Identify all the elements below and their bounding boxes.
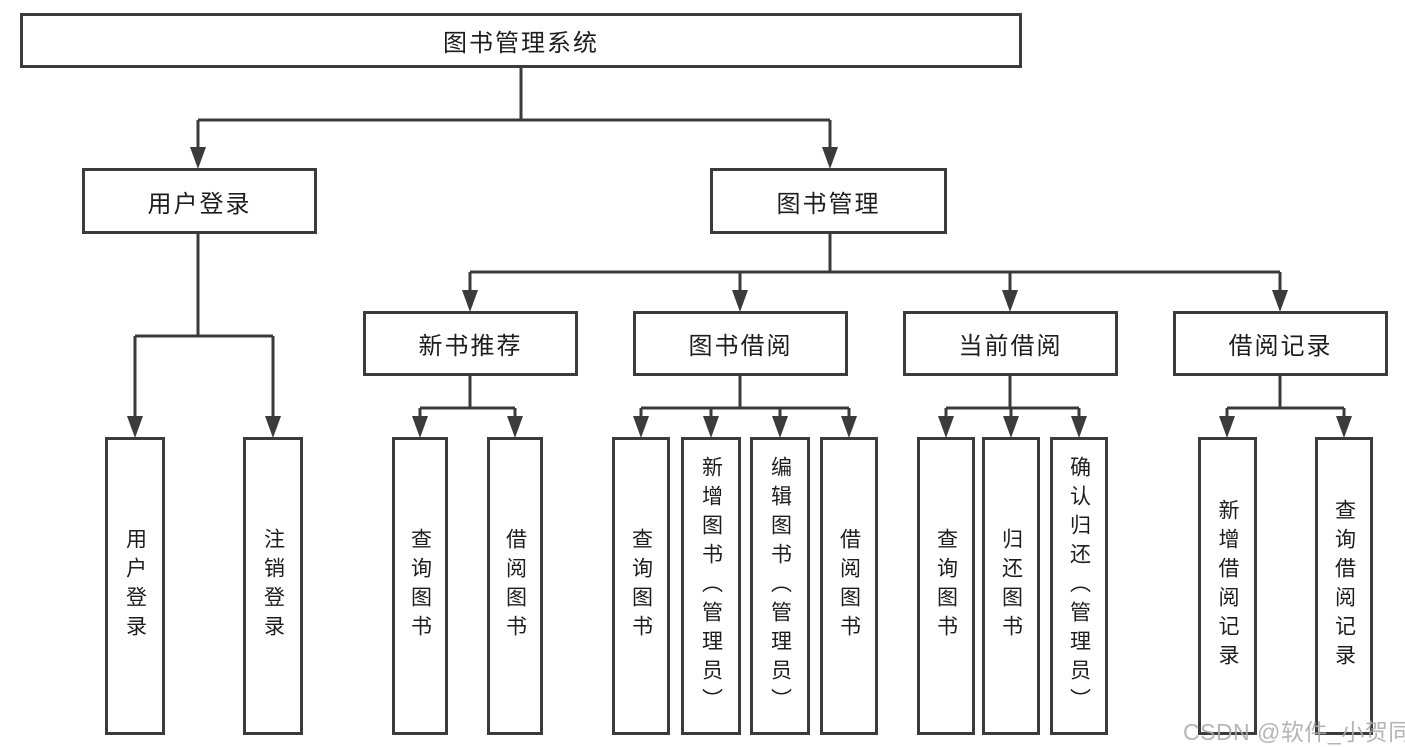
connector-userlogin-to-leaves [133, 234, 275, 418]
leaf-borrow-borrow-book: 借阅图书 [820, 437, 878, 735]
leaf-label: 查询图书 [629, 528, 653, 644]
leaf-records-query-record: 查询借阅记录 [1315, 437, 1373, 735]
node-current-borrow: 当前借阅 [903, 311, 1118, 376]
node-book-management: 图书管理 [710, 168, 947, 234]
arrowhead-icon [1272, 290, 1288, 312]
node-user-login: 用户登录 [82, 168, 317, 234]
node-borrow-records: 借阅记录 [1173, 311, 1388, 376]
node-new-book-recommend: 新书推荐 [363, 311, 578, 376]
leaf-label: 注销登录 [261, 528, 285, 644]
leaf-label: 借阅图书 [837, 528, 861, 644]
leaf-records-add-record: 新增借阅记录 [1198, 437, 1257, 735]
leaf-label: 新增借阅记录 [1216, 499, 1239, 673]
arrowhead-icon [190, 147, 206, 169]
connector-borrow-to-leaves [639, 376, 851, 418]
node-label: 当前借阅 [958, 333, 1063, 360]
leaf-current-confirm-return-admin: 确认归还（管理员） [1050, 437, 1108, 735]
arrowhead-icon [265, 416, 281, 438]
arrowhead-icon [772, 416, 788, 438]
arrowhead-icon [462, 290, 478, 312]
leaf-current-return-book: 归还图书 [982, 437, 1040, 735]
leaf-newbook-borrow-book: 借阅图书 [487, 437, 543, 735]
arrowhead-icon [841, 416, 857, 438]
leaf-label: 用户登录 [123, 528, 147, 644]
arrowhead-icon [822, 147, 838, 169]
arrowhead-icon [732, 290, 748, 312]
connector-records-to-leaves [1225, 376, 1346, 418]
leaf-label: 借阅图书 [503, 528, 527, 644]
leaf-borrow-edit-book-admin: 编辑图书（管理员） [750, 437, 810, 735]
arrowhead-icon [507, 416, 523, 438]
leaf-label: 查询借阅记录 [1332, 499, 1356, 673]
arrowhead-icon [703, 416, 719, 438]
csdn-watermark: CSDN @软件_小贺同学 [1183, 719, 1405, 745]
leaf-borrow-add-book-admin: 新增图书（管理员） [681, 437, 741, 735]
arrowhead-icon [1336, 416, 1352, 438]
arrowhead-icon [1071, 416, 1087, 438]
arrowhead-icon [1002, 290, 1018, 312]
leaf-user-login: 用户登录 [105, 437, 165, 735]
arrowheads [127, 147, 1352, 438]
leaf-label: 新增图书（管理员） [699, 455, 723, 717]
connector-current-to-leaves [944, 376, 1081, 418]
leaf-label: 确认归还（管理员） [1067, 455, 1091, 717]
connector-bookmgmt-to-level3 [468, 234, 1282, 292]
node-label: 用户登录 [147, 190, 252, 218]
node-library-management-system: 图书管理系统 [20, 13, 1022, 68]
leaf-logout: 注销登录 [243, 437, 303, 735]
node-label: 借阅记录 [1228, 333, 1333, 360]
node-label: 新书推荐 [418, 333, 523, 360]
leaf-label: 查询图书 [934, 528, 958, 644]
leaf-current-query-book: 查询图书 [917, 437, 975, 735]
leaf-label: 编辑图书（管理员） [768, 455, 792, 717]
arrowhead-icon [412, 416, 428, 438]
node-book-borrow: 图书借阅 [633, 311, 848, 376]
arrowhead-icon [633, 416, 649, 438]
arrowhead-icon [127, 416, 143, 438]
leaf-label: 查询图书 [408, 528, 432, 644]
node-label: 图书管理系统 [443, 30, 599, 57]
connector-newbook-to-leaves [418, 376, 517, 418]
node-label: 图书借阅 [688, 333, 793, 360]
node-label: 图书管理 [776, 190, 881, 218]
connector-root-to-level2 [196, 68, 832, 150]
arrowhead-icon [1003, 416, 1019, 438]
arrowhead-icon [1219, 416, 1235, 438]
leaf-newbook-query-book: 查询图书 [392, 437, 448, 735]
arrowhead-icon [938, 416, 954, 438]
leaf-label: 归还图书 [999, 528, 1023, 644]
leaf-borrow-query-book: 查询图书 [612, 437, 670, 735]
